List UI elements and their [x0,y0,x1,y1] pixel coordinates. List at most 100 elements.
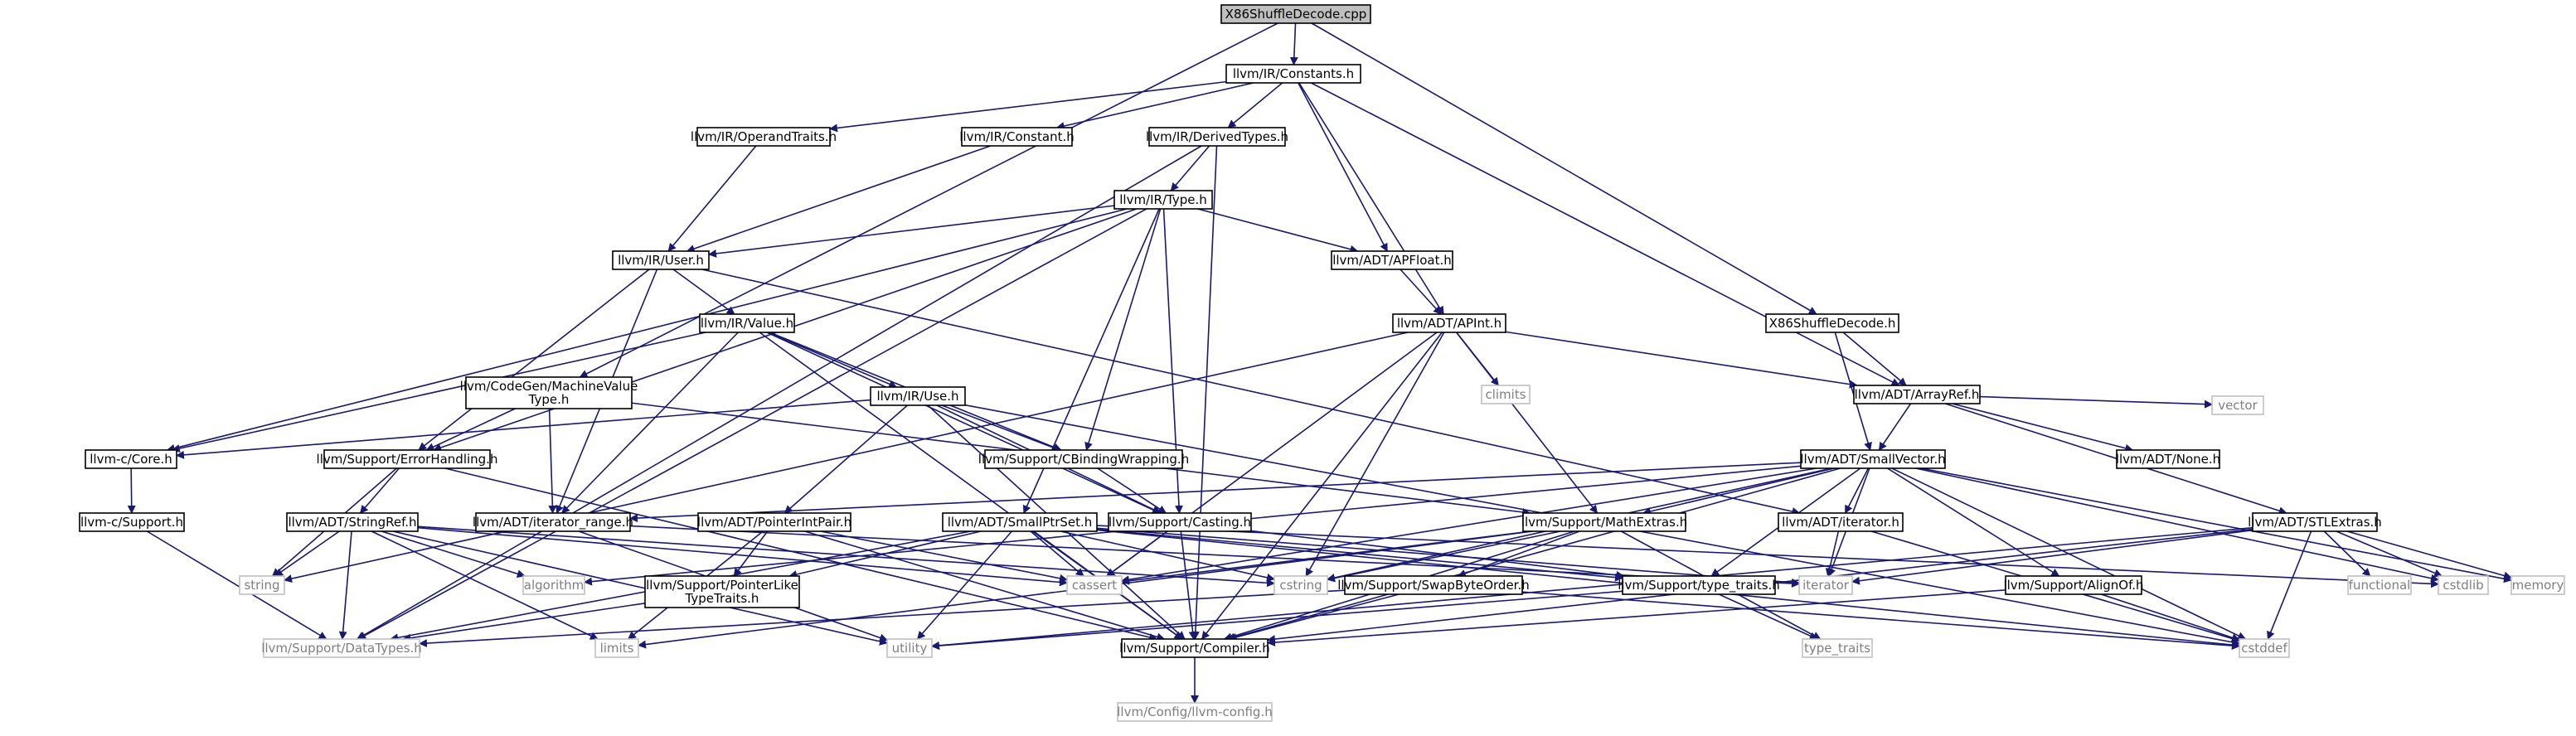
node-llvmconfig: llvm/Config/llvm-config.h [1117,702,1273,722]
node-operandtraits[interactable]: llvm/IR/OperandTraits.h [691,127,837,147]
node-cstring: cstring [1273,575,1328,595]
node-box [1108,512,1252,532]
node-label: functional [2349,578,2411,593]
node-smallptrset[interactable]: llvm/ADT/SmallPtrSet.h [942,512,1098,532]
node-label: X86ShuffleDecode.cpp [1225,7,1367,22]
node-pointerintpair[interactable]: llvm/ADT/PointerIntPair.h [697,512,851,532]
node-x86h[interactable]: X86ShuffleDecode.h [1765,313,1899,333]
edge-smallvector-to-memory [1920,467,2512,583]
node-box [85,449,177,469]
node-memory: memory [2511,575,2565,595]
node-label: llvm/ADT/None.h [2116,452,2220,467]
node-arrayref[interactable]: llvm/ADT/ArrayRef.h [1853,385,1981,404]
node-constant[interactable]: llvm/IR/Constant.h [959,127,1075,147]
node-typetraits[interactable]: llvm/Support/type_traits.h [1618,575,1780,595]
node-type[interactable]: llvm/IR/Type.h [1113,190,1213,210]
node-utility: utility [886,638,933,658]
edge-derivedtypes-to-type [1170,145,1210,191]
node-cstddef: cstddef [2239,638,2290,658]
node-box [2252,512,2378,532]
node-box [239,575,285,595]
node-compiler[interactable]: llvm/Support/Compiler.h [1119,638,1270,658]
node-corec[interactable]: llvm-c/Core.h [85,449,177,469]
node-derivedtypes[interactable]: llvm/IR/DerivedTypes.h [1146,127,1288,147]
edge-apint-to-mathextras [1455,332,1598,514]
node-cstdlib: cstdlib [2438,575,2489,595]
node-none[interactable]: llvm/ADT/None.h [2116,449,2220,469]
node-supportc[interactable]: llvm-c/Support.h [79,512,185,532]
edge-pointerintpair-to-cassert [820,530,1068,583]
node-box [2511,575,2565,595]
node-box [2438,575,2489,595]
node-box [870,386,966,406]
edge-derivedtypes-to-compiler [1191,145,1218,640]
node-errorhandling[interactable]: llvm/Support/ErrorHandling.h [317,449,498,469]
edge-root-to-machinevaluetype [579,22,1278,378]
node-label: llvm/ADT/StringRef.h [288,515,416,530]
edge-smallvector-to-cassert [1121,467,1817,584]
node-box [1622,575,1776,595]
node-label: llvm-c/Core.h [90,452,172,467]
node-alignof[interactable]: llvm/Support/AlignOf.h [2003,575,2144,595]
node-box [1802,638,1873,658]
edge-smallptrset-to-cassert [1030,530,1084,577]
edge-machinevaluetype-to-errorhandling [425,408,516,451]
edge-casting-to-cassert [1106,530,1168,577]
edge-constant-to-user [686,145,992,253]
edge-smallptrset-to-iterator [1096,527,1800,587]
edge-value-to-casting [766,332,1161,514]
edge-smallptrset-to-utility [916,530,1012,640]
edge-alignof-to-compiler [1267,589,2006,647]
node-stringref[interactable]: llvm/ADT/StringRef.h [286,512,419,532]
node-use[interactable]: llvm/IR/Use.h [870,386,966,406]
edge-stlextras-to-cstdlib [2336,530,2443,578]
node-box [465,376,633,409]
edge-stringref-to-limits [371,530,599,640]
node-swapbyteorder[interactable]: llvm/Support/SwapByteOrder.h [1337,575,1530,595]
node-apint[interactable]: llvm/ADT/APInt.h [1392,313,1506,333]
edge-pointerliketypetraits-to-datatypes [402,602,646,642]
node-box [79,512,185,532]
node-cbindingwrapping[interactable]: llvm/Support/CBindingWrapping.h [978,449,1189,469]
node-box [942,512,1098,532]
node-label: llvm/IR/Value.h [701,316,793,331]
node-label: llvm/IR/Type.h [1119,192,1207,207]
node-smallvector[interactable]: llvm/ADT/SmallVector.h [1800,449,1946,469]
node-cassert: cassert [1066,575,1123,595]
edge-corec-to-supportc [127,467,136,514]
edge-typetraits-to-utility [931,590,1623,651]
edge-operandtraits-to-user [667,145,757,252]
node-box [1117,702,1273,722]
node-constants[interactable]: llvm/IR/Constants.h [1225,64,1361,84]
node-box [2005,575,2142,595]
edge-root-to-constants [1289,22,1298,65]
node-casting[interactable]: llvm/Support/Casting.h [1108,512,1252,532]
node-label: llvm/IR/DerivedTypes.h [1146,129,1288,144]
edge-x86h-to-arrayref [1842,332,1907,386]
node-apfloat[interactable]: llvm/ADT/APFloat.h [1331,250,1453,270]
edge-smallvector-to-alignof [1887,467,2060,577]
node-label: type_traits [1804,641,1870,656]
node-root[interactable]: X86ShuffleDecode.cpp [1220,4,1371,24]
edge-type-to-user [708,205,1115,258]
node-label: llvm-c/Support.h [80,515,183,530]
edge-stringref-to-string [274,530,340,577]
node-iteratorh[interactable]: llvm/ADT/iterator.h [1778,512,1904,532]
edge-smallvector-to-cstdlib [1915,467,2439,583]
node-stlextras[interactable]: llvm/ADT/STLExtras.h [2248,512,2382,532]
node-box [644,575,800,608]
node-label: llvm/ADT/PointerIntPair.h [697,515,851,530]
node-iteratorrange[interactable]: llvm/ADT/iterator_range.h [473,512,633,532]
edge-type-to-apfloat [1197,208,1359,254]
node-user[interactable]: llvm/IR/User.h [612,250,710,270]
edge-smallvector-to-mathextras [1642,467,1835,516]
node-label: llvm/ADT/ArrayRef.h [1855,387,1980,402]
node-box [2347,575,2412,595]
edge-casting-to-typetraits [1250,530,1625,579]
node-value[interactable]: llvm/IR/Value.h [699,313,795,333]
node-mathextras[interactable]: llvm/Support/MathExtras.h [1521,512,1687,532]
